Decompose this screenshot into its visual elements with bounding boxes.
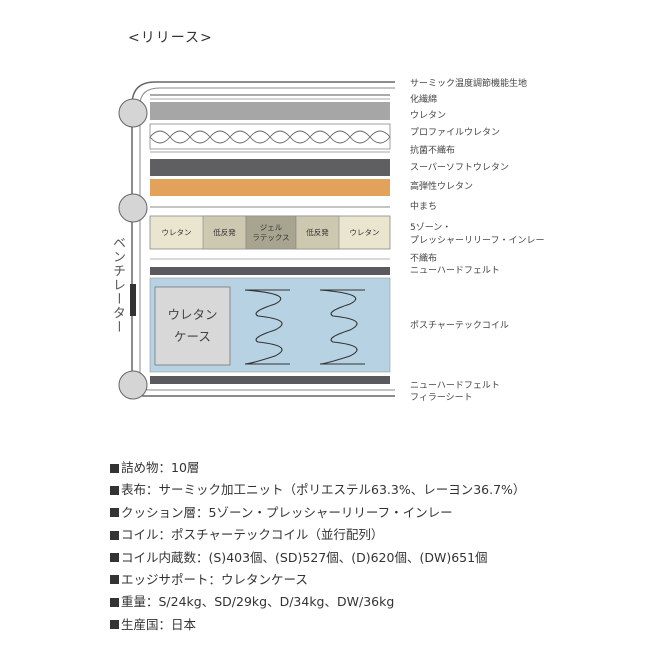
spec-item: クッション層：5ゾーン・プレッシャーリリーフ・インレー	[110, 502, 650, 524]
spec-list: 詰め物：10層 表布：サーミック加工ニット（ポリエステル63.3%、レーヨン36…	[110, 457, 650, 636]
coil-spring	[319, 289, 365, 365]
layer-label: 高弾性ウレタン	[410, 182, 474, 192]
layer-label: プレッシャーリリーフ・インレー	[410, 236, 545, 246]
layer-label: ポスチャーテックコイル	[410, 321, 509, 331]
spec-item: 表布：サーミック加工ニット（ポリエステル63.3%、レーヨン36.7%）	[110, 479, 650, 501]
layer-label: 抗菌不織布	[410, 146, 456, 156]
edge-roll-circle	[118, 370, 148, 400]
layer-label: サーミック温度調節機能生地	[410, 79, 528, 89]
layer-label: ニューハードフェルト	[410, 266, 500, 276]
layer-high-resilience-urethane	[150, 179, 390, 196]
spec-item: 詰め物：10層	[110, 457, 650, 479]
page-heading: <リリース>	[128, 30, 213, 46]
layer-label: フィラーシート	[410, 393, 473, 403]
layer-hard-felt-bottom	[150, 376, 390, 384]
bullet-square-icon	[110, 620, 119, 630]
bullet-square-icon	[110, 530, 119, 540]
urethane-case-block	[154, 286, 231, 366]
coil-spring	[244, 289, 290, 365]
spec-item: エッジサポート：ウレタンケース	[110, 569, 650, 591]
zone-segment-label: ウレタン	[349, 227, 380, 237]
spec-item: コイル：ポスチャーテックコイル（並行配列）	[110, 524, 650, 546]
bullet-square-icon	[110, 553, 119, 563]
layer-label: 5ゾーン・	[410, 223, 452, 233]
edge-roll-circle	[118, 193, 148, 223]
layer-hard-felt-top	[150, 267, 390, 275]
layer-label: スーパーソフトウレタン	[410, 163, 509, 173]
spec-item: コイル内蔵数：(S)403個、(SD)527個、(D)620個、(DW)651個	[110, 547, 650, 569]
ventilator-slot	[130, 284, 136, 316]
layer-label: 不織布	[410, 254, 438, 264]
zone-segment-label: ウレタン	[161, 227, 192, 237]
bullet-square-icon	[110, 575, 119, 585]
layer-label: ニューハードフェルト	[410, 381, 500, 391]
spec-item: 生産国：日本	[110, 614, 650, 636]
zone-segment-label: 低反発	[306, 227, 329, 237]
layer-label: 中まち	[410, 202, 438, 212]
urethane-case-label: ウレタン ケース	[167, 307, 218, 344]
ventilator-label: ベンチレーター	[110, 236, 125, 334]
zone-segment-label: ジェル ラテックス	[252, 222, 290, 242]
edge-roll-circle	[118, 98, 148, 128]
layer-super-soft-urethane	[150, 159, 390, 176]
layer-label: 化繊綿	[410, 95, 438, 105]
layer-label: プロファイルウレタン	[410, 128, 501, 138]
layer-urethane	[150, 102, 390, 120]
bullet-square-icon	[110, 485, 119, 495]
layer-label: ウレタン	[410, 111, 447, 121]
bullet-square-icon	[110, 508, 119, 518]
zone-segment-label: 低反発	[213, 227, 236, 237]
spec-item: 重量：S/24kg、SD/29kg、D/34kg、DW/36kg	[110, 591, 650, 613]
bullet-square-icon	[110, 463, 119, 473]
mattress-cross-section-diagram	[118, 81, 395, 400]
bullet-square-icon	[110, 597, 119, 607]
